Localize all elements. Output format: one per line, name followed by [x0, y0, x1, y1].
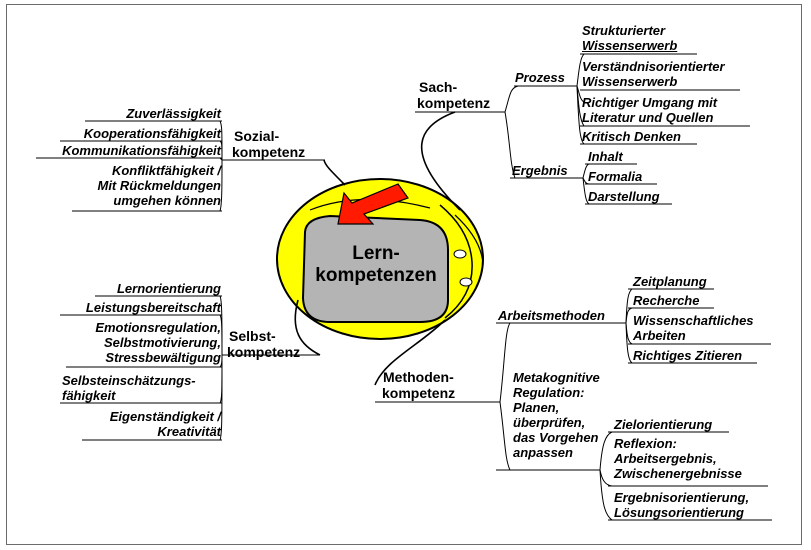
branch-title-line1: Methoden- — [383, 369, 454, 385]
leaf-strukturierter-wissenserwerb[interactable]: Strukturierter Wissenserwerb — [582, 23, 677, 53]
branch-title-line2: kompetenz — [227, 344, 301, 360]
leaf-selbsteinschaetzung[interactable]: Selbsteinschätzungs- fähigkeit — [62, 373, 196, 403]
leaf-zuverlaessigkeit[interactable]: Zuverlässigkeit — [126, 106, 221, 121]
sub-metakognitive-regulation[interactable]: Metakognitive Regulation: Planen, überpr… — [513, 370, 600, 460]
leaf-eigenstaendigkeit[interactable]: Eigenständigkeit / Kreativität — [110, 409, 221, 439]
leaf-line: Wissenserwerb — [582, 38, 678, 53]
center-title-line2: kompetenzen — [315, 265, 437, 286]
leaf-line: Lösungsorientierung — [614, 505, 744, 520]
leaf-darstellung[interactable]: Darstellung — [588, 189, 660, 204]
branch-selbstkompetenz[interactable]: Selbst- kompetenz — [227, 328, 300, 360]
branch-sozialkompetenz[interactable]: Sozial- kompetenz — [232, 128, 305, 160]
sub-line: Regulation: — [513, 385, 585, 400]
leaf-umgang-literatur[interactable]: Richtiger Umgang mit Literatur und Quell… — [582, 95, 717, 125]
leaf-inhalt[interactable]: Inhalt — [588, 149, 623, 164]
leaf-line: Kreativität — [157, 424, 221, 439]
leaf-line: Selbsteinschätzungs- — [62, 373, 196, 388]
leaf-line: Stressbewältigung — [105, 350, 221, 365]
leaf-lernorientierung[interactable]: Lernorientierung — [116, 281, 221, 296]
branch-title-line2: kompetenz — [417, 95, 491, 111]
leaf-zielorientierung[interactable]: Zielorientierung — [614, 417, 713, 432]
leaf-line: umgehen können — [113, 193, 221, 208]
leaf-formalia[interactable]: Formalia — [588, 169, 643, 184]
leaf-line: Reflexion: — [614, 436, 677, 451]
leaf-line: Richtiger Umgang mit — [582, 95, 718, 110]
leaf-line: fähigkeit — [62, 388, 116, 403]
center-title-line1: Lern- — [352, 243, 400, 264]
branch-methodenkompetenz[interactable]: Methoden- kompetenz — [382, 369, 455, 401]
leaf-kommunikationsfaehigkeit[interactable]: Kommunikationsfähigkeit — [62, 143, 221, 158]
leaf-ergebnisorientierung[interactable]: Ergebnisorientierung, Lösungsorientierun… — [614, 490, 749, 520]
leaf-emotionsregulation[interactable]: Emotionsregulation, Selbstmotivierung, S… — [95, 320, 221, 365]
leaf-line: Arbeiten — [633, 328, 686, 343]
leaf-leistungsbereitschaft[interactable]: Leistungsbereitschaft — [85, 300, 221, 315]
leaf-line: Ergebnisorientierung, — [614, 490, 750, 505]
branch-title-line1: Selbst- — [229, 328, 276, 344]
branch-title-line1: Sozial- — [234, 128, 280, 144]
leaf-line: Selbstmotivierung, — [103, 335, 221, 350]
leaf-line: Strukturierter — [582, 23, 666, 38]
sub-line: anpassen — [513, 445, 573, 460]
leaf-line: Verständnisorientierter — [582, 59, 725, 74]
leaf-wissenschaftliches-arbeiten[interactable]: Wissenschaftliches Arbeiten — [633, 313, 754, 343]
arrow-icon — [337, 183, 409, 225]
leaf-line: Emotionsregulation, — [95, 320, 221, 335]
sub-prozess[interactable]: Prozess — [515, 70, 565, 85]
leaf-reflexion[interactable]: Reflexion: Arbeitsergebnis, Zwischenerge… — [614, 436, 742, 481]
leaf-line: Arbeitsergebnis, — [614, 451, 717, 466]
branch-title-line1: Sach- — [419, 79, 458, 95]
branch-title-line2: kompetenz — [232, 144, 306, 160]
leaf-kooperationsfaehigkeit[interactable]: Kooperationsfähigkeit — [83, 126, 221, 141]
sub-ergebnis[interactable]: Ergebnis — [512, 163, 568, 178]
leaf-richtiges-zitieren[interactable]: Richtiges Zitieren — [633, 348, 743, 363]
center-node[interactable]: Lern- kompetenzen — [307, 243, 445, 287]
leaf-line: Mit Rückmeldungen — [97, 178, 221, 193]
helmet-icon — [276, 178, 484, 340]
leaf-line: Eigenständigkeit / — [109, 409, 221, 424]
leaf-zeitplanung[interactable]: Zeitplanung — [633, 274, 707, 289]
leaf-recherche[interactable]: Recherche — [633, 293, 700, 308]
leaf-line: Literatur und Quellen — [582, 110, 714, 125]
leaf-line: Wissenserwerb — [582, 74, 678, 89]
leaf-verstaendnisorientierter-wissenserwerb[interactable]: Verständnisorientierter Wissenserwerb — [582, 59, 725, 89]
sub-line: Metakognitive — [513, 370, 600, 385]
sub-line: Planen, — [513, 400, 560, 415]
leaf-line: Wissenschaftliches — [633, 313, 754, 328]
branch-sachkompetenz[interactable]: Sach- kompetenz — [417, 79, 490, 111]
leaf-line: Konfliktfähigkeit / — [111, 163, 221, 178]
branch-title-line2: kompetenz — [382, 385, 456, 401]
sub-arbeitsmethoden[interactable]: Arbeitsmethoden — [498, 308, 605, 323]
leaf-konfliktfaehigkeit[interactable]: Konfliktfähigkeit / Mit Rückmeldungen um… — [97, 163, 221, 208]
sub-line: das Vorgehen — [513, 430, 599, 445]
leaf-kritisch-denken[interactable]: Kritisch Denken — [582, 129, 681, 144]
leaf-line: Zwischenergebnisse — [614, 466, 742, 481]
sub-line: überprüfen, — [513, 415, 586, 430]
